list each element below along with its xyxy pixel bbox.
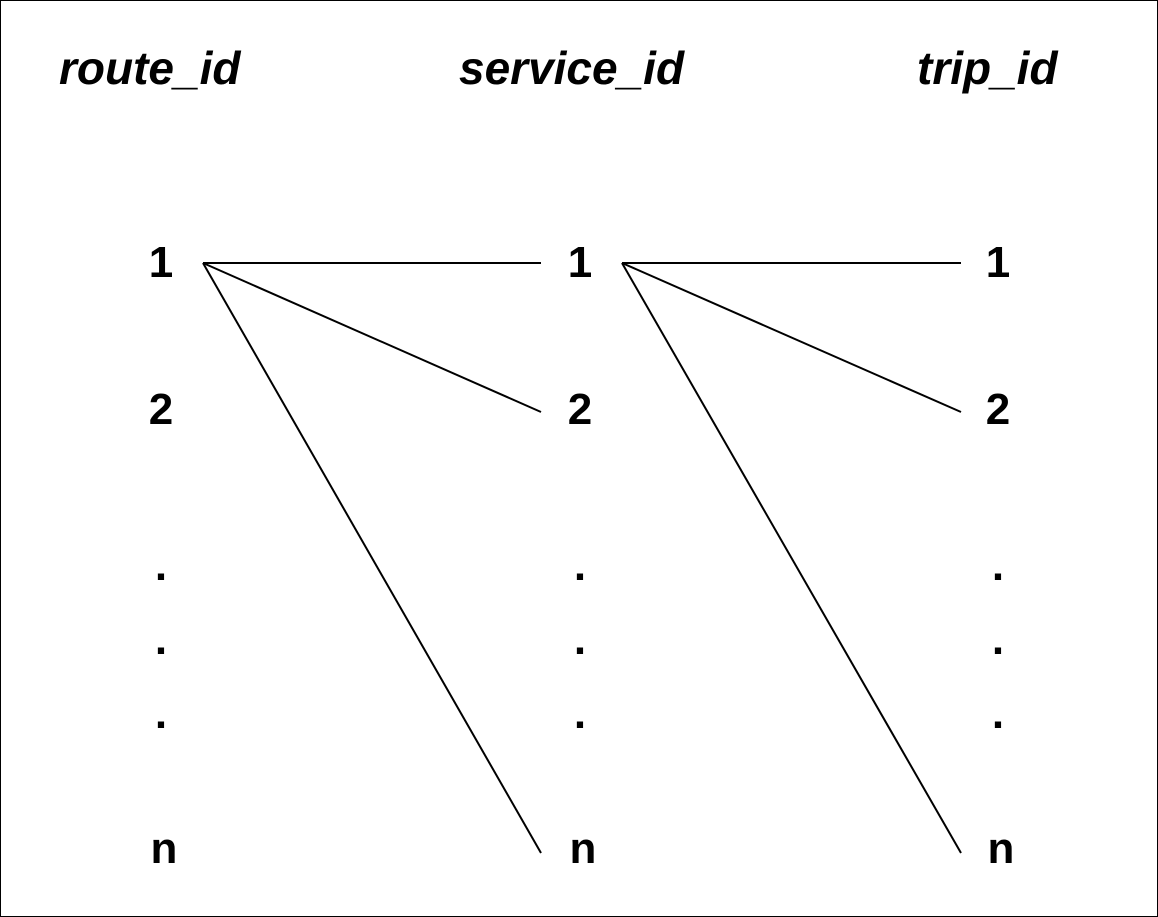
service-ellipsis-dot-1: .	[573, 541, 587, 590]
route-ellipsis-dot-1: .	[154, 541, 168, 590]
trip-node-n: n	[987, 824, 1015, 873]
service-node-n: n	[569, 824, 597, 873]
trip-ellipsis-dot-1: .	[991, 541, 1005, 590]
service-node-2: 2	[567, 385, 593, 434]
header-trip-id: trip_id	[917, 42, 1058, 94]
route-ellipsis-dot-2: .	[154, 615, 168, 664]
trip-node-2: 2	[985, 385, 1011, 434]
connector-service-1-to-trip-2	[621, 262, 962, 413]
trip-ellipsis-dot-2: .	[991, 615, 1005, 664]
route-node-2: 2	[148, 385, 174, 434]
connector-route-1-to-service-n	[202, 262, 542, 854]
route-ellipsis-dot-3: .	[154, 689, 168, 738]
connector-service-1-to-trip-n	[621, 262, 962, 854]
route-node-n: n	[150, 824, 178, 873]
header-service-id: service_id	[459, 42, 685, 94]
trip-ellipsis-dot-3: .	[991, 689, 1005, 738]
route-node-1: 1	[148, 238, 174, 287]
service-node-1: 1	[567, 238, 593, 287]
trip-node-1: 1	[985, 238, 1011, 287]
connector-route-1-to-service-2	[202, 262, 542, 413]
header-route-id: route_id	[59, 42, 241, 94]
service-ellipsis-dot-2: .	[573, 615, 587, 664]
service-ellipsis-dot-3: .	[573, 689, 587, 738]
